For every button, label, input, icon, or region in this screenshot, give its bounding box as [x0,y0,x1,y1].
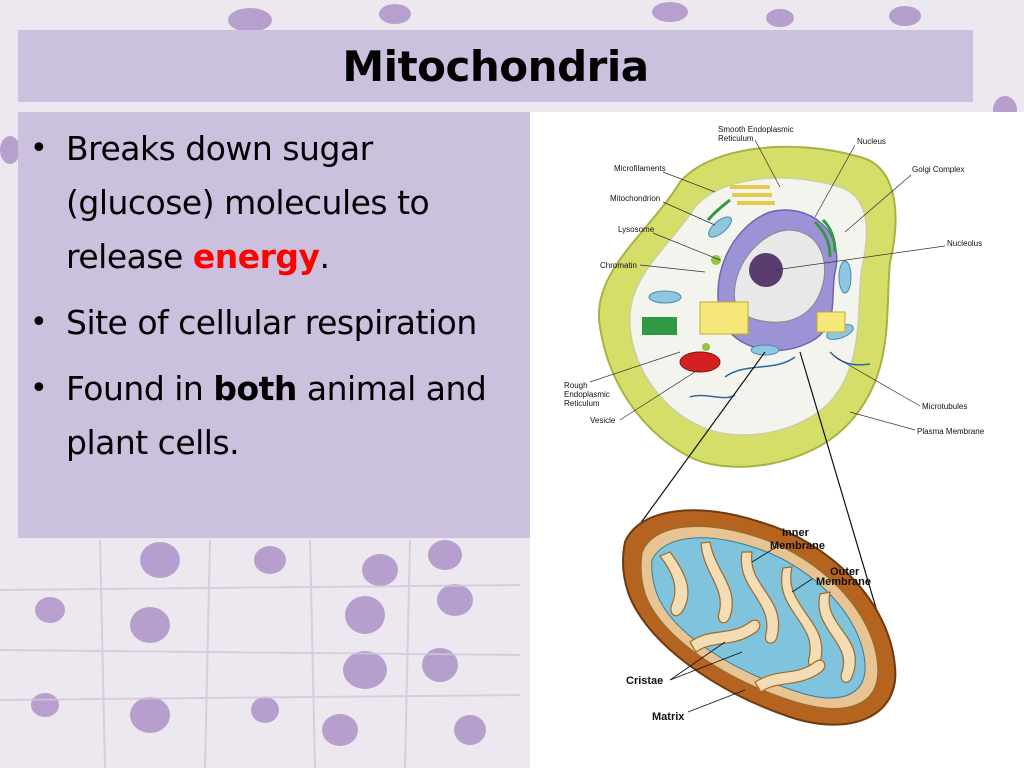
highlight-both: both [213,369,297,408]
label-microtubules: Microtubules [922,402,967,411]
bullet-text-end: . [319,237,331,276]
bullet-list: • Breaks down sugar (glucose) molecules … [30,122,516,470]
slide-title: Mitochondria [342,41,649,91]
bullet-icon: • [30,371,48,406]
label-smooth-er-2: Reticulum [718,134,754,143]
bullet-text: Breaks down sugar (glucose) molecules to… [66,129,430,276]
bullet-item-energy: • Breaks down sugar (glucose) molecules … [30,122,516,284]
bullet-text: Site of cellular respiration [66,303,477,342]
mito-labels: Inner Membrane Outer Membrane Cristae Ma… [626,527,871,723]
label-microfilaments: Microfilaments [614,164,666,173]
bullet-icon: • [30,305,48,340]
content-panel: • Breaks down sugar (glucose) molecules … [18,112,530,538]
label-plasma-membrane: Plasma Membrane [917,427,985,436]
title-bar: Mitochondria [18,30,973,102]
label-rough-er-3: Reticulum [564,399,600,408]
label-outer: Outer [830,566,860,578]
label-rough-er: Rough [564,381,588,390]
label-inner-2: Membrane [770,540,825,552]
mitochondrion-diagram [622,509,897,726]
bullet-text-end: animal and plant cells. [66,369,487,462]
label-inner: Inner [782,527,810,539]
bullet-icon: • [30,131,48,166]
cell-illustration: Smooth Endoplasmic Reticulum Nucleus Mic… [564,125,985,726]
label-nucleus: Nucleus [857,137,886,146]
label-lysosome: Lysosome [618,225,655,234]
label-chromatin: Chromatin [600,261,637,270]
bullet-text: Found in [66,369,214,408]
label-vesicle: Vesicle [590,416,616,425]
label-smooth-er: Smooth Endoplasmic [718,125,794,134]
label-golgi: Golgi Complex [912,165,964,174]
cell-labels: Smooth Endoplasmic Reticulum Nucleus Mic… [564,125,985,436]
cell-illustration-panel: Smooth Endoplasmic Reticulum Nucleus Mic… [530,112,1024,768]
label-cristae: Cristae [626,675,663,687]
animal-cell-diagram [597,145,897,468]
bullet-item-both: • Found in both animal and plant cells. [30,362,516,470]
label-outer-2: Membrane [816,576,871,588]
label-nucleolus: Nucleolus [947,239,982,248]
label-rough-er-2: Endoplasmic [564,390,610,399]
label-mitochondrion: Mitochondrion [610,194,660,203]
bullet-item-respiration: • Site of cellular respiration [30,296,516,350]
highlight-energy: energy [192,237,320,276]
label-matrix: Matrix [652,711,685,723]
